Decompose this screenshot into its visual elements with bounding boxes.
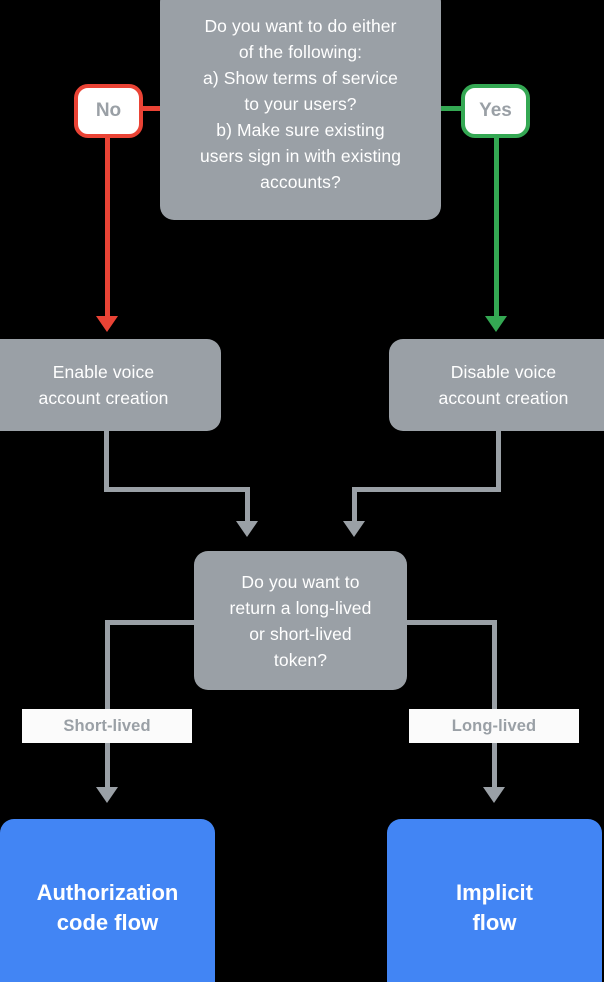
node-top-decision: Do you want to do either of the followin… <box>160 0 441 220</box>
edge-disable-to-token-down2 <box>352 487 357 523</box>
edge-disable-to-token-arrowhead <box>343 521 365 537</box>
node-disable-text: Disable voice account creation <box>438 359 568 411</box>
edge-label-long-lived: Long-lived <box>409 709 579 743</box>
edge-token-to-auth-arrowhead <box>96 787 118 803</box>
node-text-line: Do you want to do either <box>204 16 397 36</box>
node-text-line: Do you want to <box>241 571 360 592</box>
node-top-decision-text: Do you want to do either of the followin… <box>200 13 401 195</box>
node-text-line: Enable voice <box>52 362 155 382</box>
edge-no-to-enable-arrowhead <box>96 316 118 332</box>
node-disable-voice-account-creation: Disable voice account creation <box>389 339 604 431</box>
node-text-line: Authorization <box>36 880 179 905</box>
edge-token-to-auth-across <box>105 620 205 625</box>
edge-enable-to-token-down2 <box>245 487 250 523</box>
node-implicit-flow: Implicit flow <box>387 819 602 982</box>
node-text-line: of the following: <box>238 42 363 62</box>
node-text-line: Implicit <box>455 880 533 905</box>
node-token-decision: Do you want to return a long-lived or sh… <box>194 551 407 690</box>
node-authorization-code-flow: Authorization code flow <box>0 819 215 982</box>
node-text-line: flow <box>472 910 517 935</box>
edge-token-to-implicit-across <box>397 620 497 625</box>
edge-enable-to-token-arrowhead <box>236 521 258 537</box>
edge-token-to-auth-down <box>105 620 110 789</box>
edge-yes-to-disable-arrowhead <box>485 316 507 332</box>
edge-enable-to-token-down1 <box>104 431 109 492</box>
node-text-line: account creation <box>38 388 169 408</box>
edge-token-to-implicit-down <box>492 620 497 789</box>
node-enable-voice-account-creation: Enable voice account creation <box>0 339 221 431</box>
edge-enable-to-token-across <box>104 487 250 492</box>
node-text-line: code flow <box>56 910 159 935</box>
badge-yes[interactable]: Yes <box>461 84 530 138</box>
edge-no-stub <box>140 106 164 111</box>
badge-yes-label: Yes <box>479 100 512 121</box>
node-text-line: account creation <box>438 388 569 408</box>
node-text-line: accounts? <box>260 172 341 192</box>
edge-token-to-implicit-arrowhead <box>483 787 505 803</box>
badge-no-label: No <box>95 100 122 121</box>
edge-disable-to-token-across <box>352 487 501 492</box>
node-text-line: Disable voice <box>450 362 557 382</box>
node-token-decision-text: Do you want to return a long-lived or sh… <box>230 569 372 673</box>
edge-disable-to-token-down1 <box>496 431 501 492</box>
node-implicit-flow-text: Implicit flow <box>456 878 533 938</box>
node-text-line: or short-lived <box>249 623 352 644</box>
node-auth-flow-text: Authorization code flow <box>37 878 179 938</box>
node-text-line: token? <box>273 649 328 670</box>
edge-yes-to-disable-vertical <box>494 134 499 316</box>
node-text-line: b) Make sure existing <box>216 120 385 140</box>
edge-yes-stub <box>440 106 464 111</box>
badge-no[interactable]: No <box>74 84 143 138</box>
node-text-line: return a long-lived <box>229 597 372 618</box>
node-enable-text: Enable voice account creation <box>38 359 168 411</box>
node-text-line: to your users? <box>244 94 357 114</box>
edge-label-short-lived: Short-lived <box>22 709 192 743</box>
edge-no-to-enable-vertical <box>105 134 110 316</box>
node-text-line: a) Show terms of service <box>203 68 398 88</box>
node-text-line: users sign in with existing <box>199 146 402 166</box>
